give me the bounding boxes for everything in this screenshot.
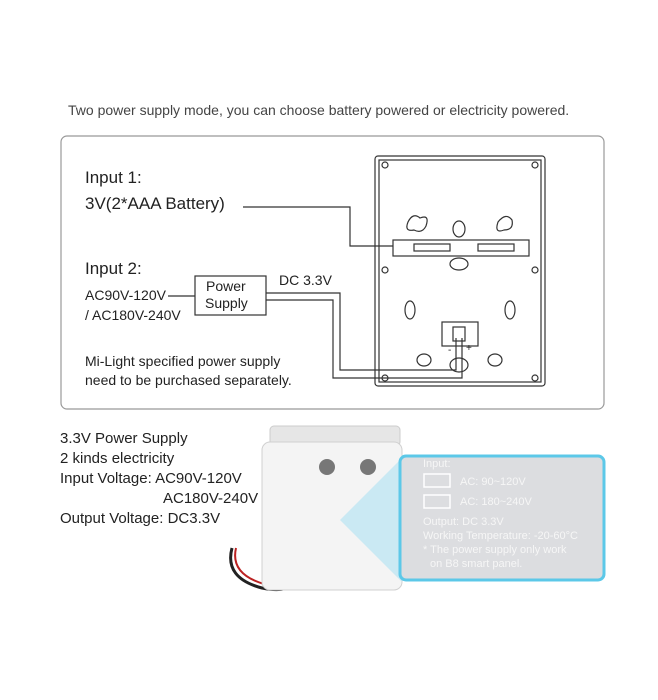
battery-slot (392, 239, 530, 257)
input1-label: Input 1: (85, 168, 142, 187)
closeup-note-1: * The power supply only work (423, 544, 567, 556)
spec-line-5: Output Voltage: DC3.3V (60, 510, 221, 527)
power-supply-label-1: Power (206, 278, 246, 294)
closeup-input: Input: (423, 458, 451, 470)
note-line-1: Mi-Light specified power supply (85, 353, 281, 369)
input2-voltage-2: / AC180V-240V (85, 307, 181, 323)
panel-back-drawing (374, 155, 546, 387)
polarity-plus: + (466, 343, 472, 354)
input2-label: Input 2: (85, 259, 142, 278)
spec-line-1: 3.3V Power Supply (60, 430, 188, 447)
closeup-ac1: AC: 90~120V (460, 476, 526, 488)
label-callout (398, 454, 606, 582)
spec-line-2: 2 kinds electricity (60, 450, 175, 467)
note-line-2: need to be purchased separately. (85, 372, 292, 388)
input1-value: 3V(2*AAA Battery) (85, 194, 225, 213)
heading: Two power supply mode, you can choose ba… (68, 102, 570, 118)
closeup-temp: Working Temperature: -20-60°C (423, 530, 579, 542)
power-supply-label-2: Supply (205, 295, 248, 311)
dc-label: DC 3.3V (279, 272, 332, 288)
spec-line-4: AC180V-240V (163, 490, 259, 507)
closeup-output: Output: DC 3.3V (423, 516, 504, 528)
diagram-frame (60, 135, 605, 410)
polarity-minus: - (448, 345, 452, 356)
power-terminal (441, 321, 479, 347)
spec-line-3: Input Voltage: AC90V-120V (60, 470, 242, 487)
closeup-ac2: AC: 180~240V (460, 496, 532, 508)
wires (168, 206, 463, 379)
input2-voltage-1: AC90V-120V (85, 287, 166, 303)
closeup-note-2: on B8 smart panel. (430, 558, 523, 570)
